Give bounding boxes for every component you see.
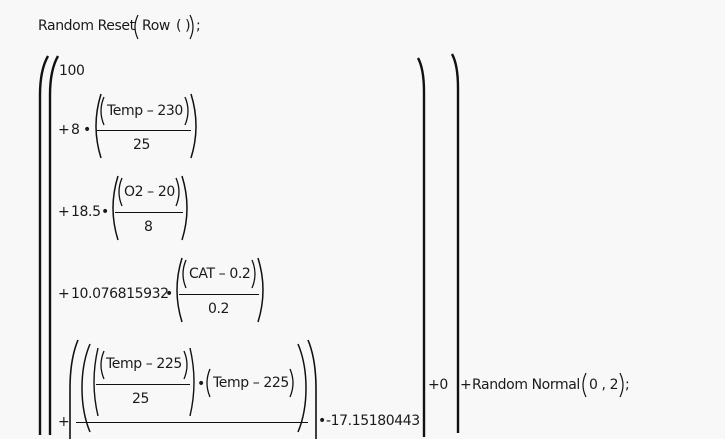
term4-outer-fraction-bar — [76, 422, 308, 423]
header-right-paren — [189, 14, 194, 40]
outer-right-paren-1 — [416, 57, 426, 437]
term4-frac-left-paren — [93, 347, 99, 417]
term4-mult-left-paren — [206, 368, 211, 398]
term4-multiplier: Temp – 225 — [213, 375, 289, 391]
term4-op: + — [58, 414, 70, 430]
term4-coef: -17.15180443 — [326, 413, 420, 429]
noise-args: 0 , 2 — [589, 377, 619, 393]
noise-left-paren — [582, 372, 587, 398]
term3-outer-left-paren — [176, 257, 183, 323]
term3-coef: 10.076815932 — [71, 286, 169, 302]
term4-frac-right-paren — [189, 347, 195, 417]
noise-terminator: ; — [625, 377, 630, 393]
row-parens: ( ) — [176, 18, 191, 34]
term1-op: + — [58, 122, 70, 138]
term3-inner-left-paren — [182, 259, 187, 289]
header-left-paren — [134, 14, 139, 40]
row-func: Row — [142, 18, 170, 34]
term3-outer-right-paren — [257, 257, 264, 323]
noise-op: + — [460, 377, 472, 393]
term2-inner-right-paren — [175, 177, 180, 207]
term3-inner-right-paren — [251, 259, 256, 289]
term3-fraction-bar — [179, 294, 259, 295]
term1-denominator: 25 — [133, 137, 151, 153]
outer-right-paren-2 — [450, 53, 460, 433]
term3-op: + — [58, 286, 70, 302]
header-terminator: ; — [196, 18, 201, 34]
outer-left-paren-1 — [38, 55, 50, 435]
term4-inner-right-paren — [183, 350, 188, 380]
term2-dot: • — [101, 204, 109, 220]
offset: +0 — [428, 377, 448, 393]
noise-right-paren — [619, 372, 624, 398]
term4-outer-right-paren — [307, 339, 317, 439]
term2-outer-left-paren — [112, 175, 119, 241]
term2-numerator: O2 – 20 — [124, 184, 175, 200]
term4-inner-fraction-bar — [96, 384, 190, 385]
term4-inner-denominator: 25 — [132, 391, 150, 407]
term1-outer-left-paren — [95, 93, 102, 159]
term2-coef: 18.5 — [71, 204, 101, 220]
intercept: 100 — [59, 63, 85, 79]
term4-coef-dot: • — [318, 413, 326, 429]
term2-op: + — [58, 204, 70, 220]
random-reset-func: Random Reset — [38, 18, 135, 34]
term4-mid-left-paren — [81, 343, 91, 433]
term4-inner-numerator: Temp – 225 — [106, 356, 182, 372]
term4-mid-right-paren — [297, 343, 307, 433]
term4-outer-left-paren — [69, 339, 79, 439]
random-normal-func: Random Normal — [472, 377, 580, 393]
term1-outer-right-paren — [190, 93, 197, 159]
term1-inner-left-paren — [100, 96, 105, 126]
term4-inner-left-paren — [100, 350, 105, 380]
term4-dot: • — [197, 376, 205, 392]
term3-numerator: CAT – 0.2 — [189, 266, 251, 282]
term2-denominator: 8 — [144, 219, 153, 235]
term3-denominator: 0.2 — [208, 301, 230, 317]
term2-outer-right-paren — [181, 175, 188, 241]
term1-inner-right-paren — [184, 96, 189, 126]
term3-dot: • — [165, 286, 173, 302]
term1-fraction-bar — [97, 130, 191, 131]
term4-mult-right-paren — [289, 368, 294, 398]
term1-numerator: Temp – 230 — [107, 103, 183, 119]
term1-dot: • — [83, 122, 91, 138]
term2-inner-left-paren — [118, 177, 123, 207]
term1-coef: 8 — [71, 122, 80, 138]
term2-fraction-bar — [115, 212, 183, 213]
outer-left-paren-2 — [48, 55, 60, 435]
